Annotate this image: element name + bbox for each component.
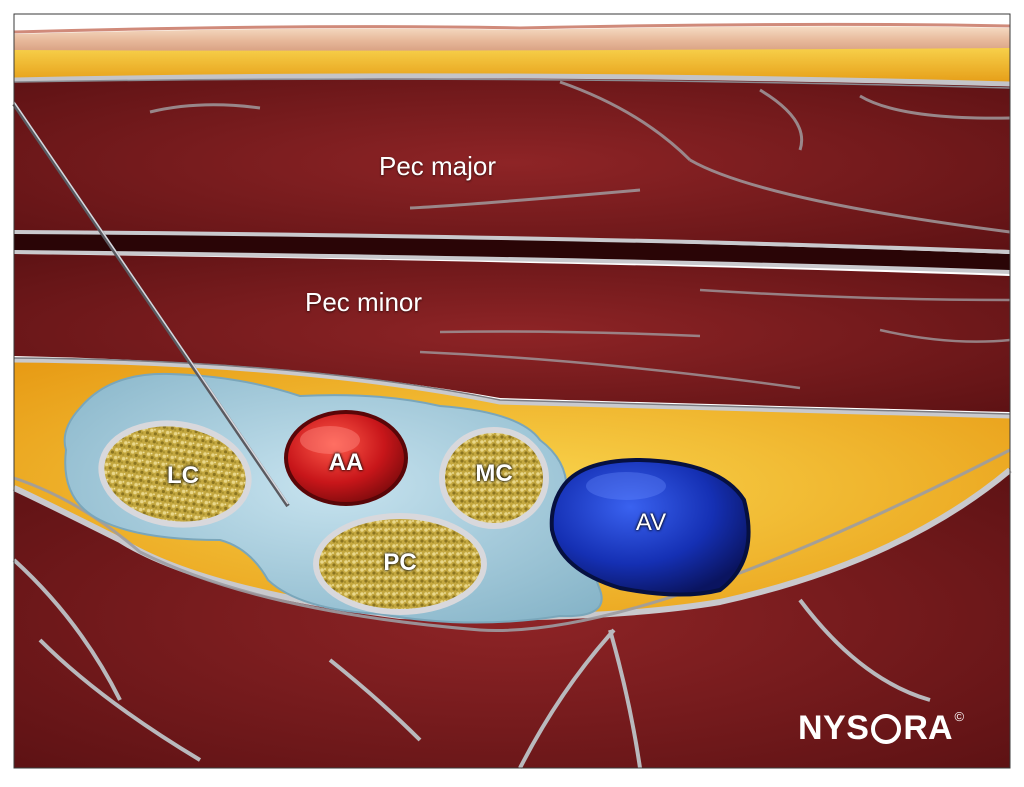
axillary-vein-label: AV xyxy=(635,509,667,536)
axillary-artery-label: AA xyxy=(328,449,364,476)
logo-text-suffix: RA xyxy=(903,708,953,747)
axillary-artery xyxy=(284,410,408,506)
nysora-logo: NYS RA © xyxy=(798,708,964,748)
block-needle xyxy=(12,102,290,508)
logo-text-prefix: NYS xyxy=(798,708,870,747)
logo-ring-icon xyxy=(871,714,902,744)
posterior-cord xyxy=(313,513,487,615)
medial-cord-label: MC xyxy=(475,460,513,487)
posterior-cord-label: PC xyxy=(383,549,417,576)
logo-copyright: © xyxy=(954,708,965,724)
lateral-cord-label: LC xyxy=(167,462,199,489)
pec-major-muscle xyxy=(14,75,1010,250)
medial-cord xyxy=(439,427,549,529)
axillary-vein xyxy=(549,457,751,597)
pec-minor-label: Pec minor xyxy=(305,287,423,317)
skin-layer xyxy=(14,26,1010,55)
pec-major-label: Pec major xyxy=(379,151,497,181)
lateral-cord xyxy=(98,420,252,528)
